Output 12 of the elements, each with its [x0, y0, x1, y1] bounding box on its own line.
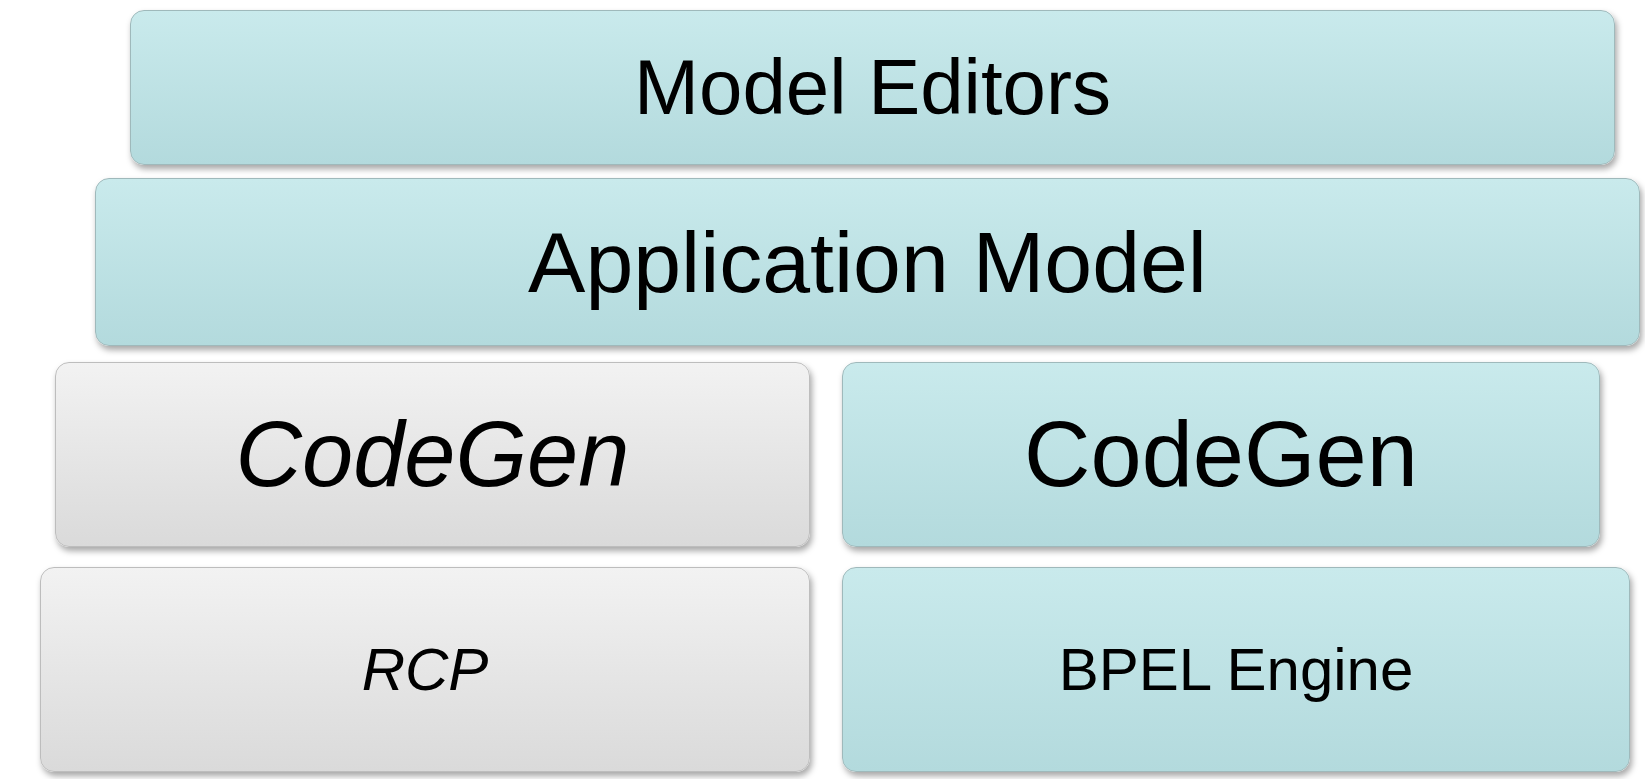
- layer-label: Model Editors: [634, 42, 1111, 133]
- layer-box: [95, 178, 1640, 346]
- layer-box: [130, 10, 1615, 165]
- layer-label: RCP: [361, 635, 489, 704]
- layer-box: [40, 567, 810, 772]
- layer-label: Application Model: [528, 212, 1207, 312]
- layer-label: BPEL Engine: [1058, 635, 1414, 704]
- layer-label: CodeGen: [235, 402, 630, 507]
- layer-box: [55, 362, 810, 547]
- layer-label: CodeGen: [1024, 402, 1418, 507]
- layer-box: [842, 567, 1630, 772]
- layer-box: [842, 362, 1600, 547]
